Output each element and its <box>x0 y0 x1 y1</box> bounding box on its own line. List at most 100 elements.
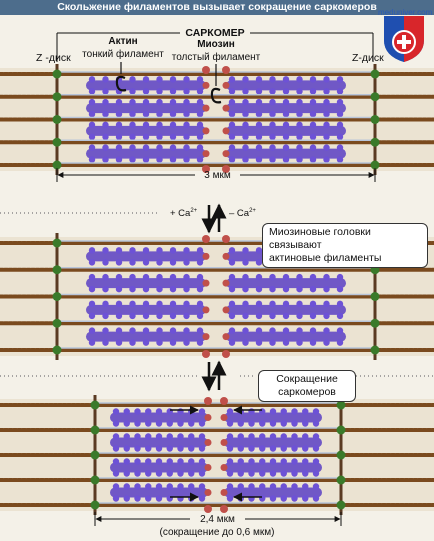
myosin-head <box>142 285 150 293</box>
myosin-head <box>88 144 96 151</box>
myosin-head <box>129 285 136 293</box>
myosin-head <box>129 156 136 163</box>
myosin-head <box>88 285 96 293</box>
myosin-head <box>169 339 177 346</box>
myosin-head <box>134 445 141 452</box>
myosin-filament <box>86 251 206 262</box>
myosin-filament <box>226 103 346 114</box>
myosin-head <box>296 327 303 334</box>
myosin-head <box>309 300 317 308</box>
z-disk-node <box>52 92 62 102</box>
myosin-head <box>282 76 290 83</box>
myosin-head <box>242 133 249 141</box>
z-disk-node <box>370 115 380 124</box>
myosin-head <box>296 339 303 346</box>
myosin-head <box>196 285 204 293</box>
myosin-head <box>115 285 123 293</box>
myosin-head <box>198 420 206 427</box>
myosin-head <box>282 88 290 95</box>
myosin-head <box>309 327 317 334</box>
myosin-head <box>142 121 150 129</box>
myosin-head <box>183 121 190 129</box>
myosin-head <box>123 420 130 427</box>
contraction-callout: Сокращение саркомеров <box>258 370 356 402</box>
myosin-head <box>312 458 320 465</box>
myosin-head <box>269 285 276 293</box>
myosin-head <box>269 156 276 163</box>
myosin-filament <box>86 125 206 136</box>
myosin-head <box>169 156 177 163</box>
myosin-head <box>129 312 136 320</box>
myosin-head <box>255 133 263 141</box>
z-disk-node <box>370 345 380 355</box>
m-line-cap <box>202 306 210 314</box>
myosin-head <box>302 458 309 465</box>
myosin-head <box>336 300 344 308</box>
myosin-head <box>336 121 344 129</box>
myosin-head <box>259 458 266 465</box>
myosin-head <box>309 312 317 320</box>
myosin-head <box>166 470 173 477</box>
myosin-head <box>228 300 236 308</box>
myosin-head <box>198 433 206 440</box>
m-line-cap <box>220 397 228 405</box>
myosin-head <box>269 327 276 334</box>
z-disk-node <box>370 292 380 301</box>
myosin-head <box>282 110 290 118</box>
myosin-head <box>88 327 96 334</box>
myosin-head <box>196 300 204 308</box>
myosin-head <box>145 445 152 452</box>
myosin-head <box>112 445 120 452</box>
myosin-head <box>142 88 150 95</box>
myosin-head <box>228 273 236 281</box>
myosin-head <box>115 133 123 141</box>
m-line-cap <box>202 279 210 287</box>
myosin-head <box>228 98 236 106</box>
myosin-head <box>312 433 320 440</box>
myosin-head <box>323 76 330 83</box>
actin-pointer <box>115 62 127 92</box>
z-disk-node <box>370 318 380 328</box>
myosin-head <box>296 121 303 129</box>
myosin-head <box>145 483 152 490</box>
myosin-head <box>323 121 330 129</box>
myosin-head <box>115 339 123 346</box>
myosin-head <box>88 98 96 106</box>
myosin-head <box>183 247 190 254</box>
myosin-filament <box>224 462 322 473</box>
m-line-cap <box>222 235 230 243</box>
myosin-head <box>112 420 120 427</box>
m-line-cap <box>222 104 230 112</box>
myosin-head <box>291 470 298 477</box>
myosin-filament <box>110 437 208 448</box>
myosin-head <box>115 312 123 320</box>
myosin-head <box>156 133 163 141</box>
myosin-head <box>88 273 96 281</box>
myosin-head <box>115 259 123 266</box>
myosin-head <box>155 408 163 415</box>
myosin-head <box>312 470 320 477</box>
myosin-head <box>309 133 317 141</box>
m-line-cap <box>222 66 230 74</box>
myosin-head <box>269 133 276 141</box>
myosin-head <box>291 495 298 502</box>
m-line-cap <box>220 505 228 513</box>
myosin-head <box>312 483 320 490</box>
myosin-head <box>248 445 255 452</box>
myosin-head <box>198 470 206 477</box>
myosin-head <box>282 300 290 308</box>
m-line-cap <box>202 165 210 173</box>
myosin-head <box>255 76 263 83</box>
myosin-head <box>115 110 123 118</box>
myosin-head <box>242 121 249 129</box>
myosin-head <box>296 156 303 163</box>
myosin-head <box>228 133 236 141</box>
myosin-head <box>282 133 290 141</box>
myosin-head <box>166 458 173 465</box>
myosin-head <box>336 312 344 320</box>
myosin-head <box>169 110 177 118</box>
binding-callout: Миозиновые головки связывают актиновые ф… <box>262 223 428 268</box>
sliding-arrows <box>170 405 262 502</box>
myosin-head <box>102 259 109 266</box>
myosin-head <box>156 76 163 83</box>
